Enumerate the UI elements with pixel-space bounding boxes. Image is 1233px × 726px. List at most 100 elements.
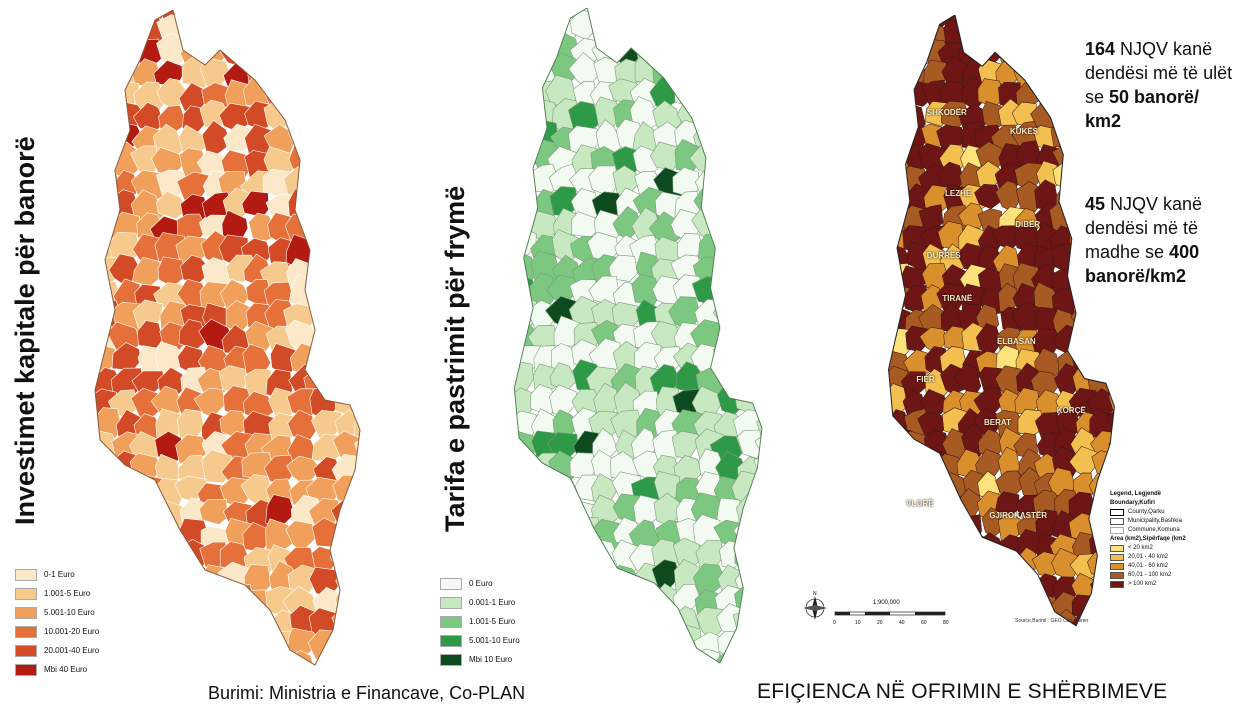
municipality-cell	[998, 552, 1024, 582]
municipality-cell	[888, 18, 909, 45]
municipality-cell	[738, 211, 762, 242]
municipality-cell	[199, 498, 228, 526]
municipality-cell	[95, 480, 118, 510]
legend-item: > 100 km2	[1110, 580, 1230, 589]
municipality-cell	[308, 345, 342, 380]
municipality-cell	[354, 433, 360, 468]
municipality-cell	[888, 489, 890, 517]
municipality-cell	[514, 12, 543, 43]
municipality-cell	[95, 15, 119, 46]
municipality-cell	[514, 74, 536, 113]
municipality-cell	[350, 583, 360, 619]
municipality-cell	[652, 8, 682, 21]
municipality-cell	[514, 538, 534, 567]
municipality-cell	[888, 547, 893, 581]
municipality-cell	[95, 498, 121, 529]
municipality-cell	[888, 56, 896, 90]
municipality-cell	[1071, 159, 1098, 192]
legend-label: 60,01 - 100 km2	[1128, 572, 1172, 578]
municipality-cell	[374, 124, 390, 156]
municipality-cell	[732, 344, 762, 378]
municipality-cell	[514, 141, 539, 173]
municipality-cell	[333, 236, 360, 266]
municipality-cell	[311, 36, 345, 67]
municipality-cell	[752, 75, 762, 111]
municipality-cell	[711, 188, 743, 217]
municipality-cell	[773, 170, 790, 196]
scale-tick-label: 40	[899, 620, 905, 626]
municipality-cell	[554, 647, 580, 663]
legend-swatch	[15, 644, 37, 657]
municipality-cell	[632, 629, 660, 662]
legend-title: Legend, Legjendë	[1110, 491, 1162, 497]
municipality-cell	[959, 15, 985, 25]
municipality-cell	[716, 141, 744, 177]
municipality-cell	[616, 8, 644, 24]
municipality-cell	[95, 215, 96, 245]
municipality-cell	[380, 435, 390, 463]
region-label: FIER	[916, 374, 935, 384]
municipality-cell	[778, 456, 790, 481]
municipality-cell	[888, 511, 891, 543]
municipality-cell	[655, 629, 685, 656]
municipality-cell	[569, 604, 601, 634]
municipality-cell	[196, 630, 229, 658]
municipality-cell	[95, 60, 117, 92]
map2-legend: 0 Euro 0.001-1 Euro 1.001-5 Euro 5.001-1…	[440, 574, 520, 669]
region-label: KORÇË	[1056, 405, 1086, 415]
municipality-cell	[888, 452, 891, 480]
municipality-cell	[754, 626, 762, 659]
municipality-cell	[779, 297, 790, 329]
municipality-cell	[713, 232, 742, 264]
municipality-cell	[758, 319, 762, 349]
municipality-cell	[888, 243, 894, 274]
municipality-cell	[505, 147, 514, 176]
legend-item: 20,01 - 40 km2	[1110, 553, 1230, 562]
municipality-cell	[737, 8, 762, 21]
municipality-cell	[751, 141, 762, 175]
municipality-cell	[1070, 141, 1097, 172]
municipality-cell	[514, 60, 543, 89]
municipality-cell	[771, 258, 790, 287]
municipality-cell	[998, 37, 1022, 67]
municipality-cell	[157, 583, 190, 620]
municipality-cell	[131, 567, 164, 595]
municipality-cell	[514, 13, 516, 46]
municipality-cell	[778, 187, 790, 218]
legend-item: 0-1 Euro	[15, 565, 99, 584]
municipality-cell	[378, 61, 390, 91]
municipality-cell	[514, 472, 522, 501]
municipality-cell	[374, 631, 390, 664]
legend-label: Commune,Komuna	[1128, 527, 1180, 533]
legend-swatch	[1110, 554, 1124, 561]
legend-label: County,Qarku	[1128, 509, 1165, 515]
municipality-cell	[133, 474, 164, 503]
municipality-cell	[779, 586, 790, 618]
municipality-cell	[888, 369, 890, 397]
municipality-cell	[152, 539, 185, 574]
municipality-cell	[888, 386, 892, 416]
municipality-cell	[633, 606, 668, 640]
municipality-cell	[332, 11, 360, 40]
municipality-cell	[1128, 15, 1140, 28]
municipality-cell	[1050, 117, 1077, 148]
municipality-cell	[919, 467, 951, 496]
municipality-cell	[352, 165, 360, 196]
municipality-cell	[1032, 19, 1061, 47]
municipality-cell	[608, 254, 638, 282]
municipality-cell	[961, 535, 988, 560]
municipality-cell	[376, 475, 390, 505]
page-title: EFIÇIENCA NË OFRIMIN E SHËRBIMEVE	[757, 680, 1168, 703]
municipality-cell	[196, 605, 227, 639]
region-label: VLORË	[906, 498, 934, 508]
municipality-cell	[756, 234, 762, 264]
municipality-cell	[713, 339, 741, 371]
legend-label: < 20 km2	[1128, 545, 1153, 551]
municipality-cell	[904, 510, 932, 540]
municipality-cell	[1073, 287, 1097, 315]
municipality-cell	[307, 17, 342, 47]
municipality-cell	[957, 202, 986, 229]
municipality-cell	[528, 541, 559, 573]
municipality-cell	[709, 210, 743, 240]
